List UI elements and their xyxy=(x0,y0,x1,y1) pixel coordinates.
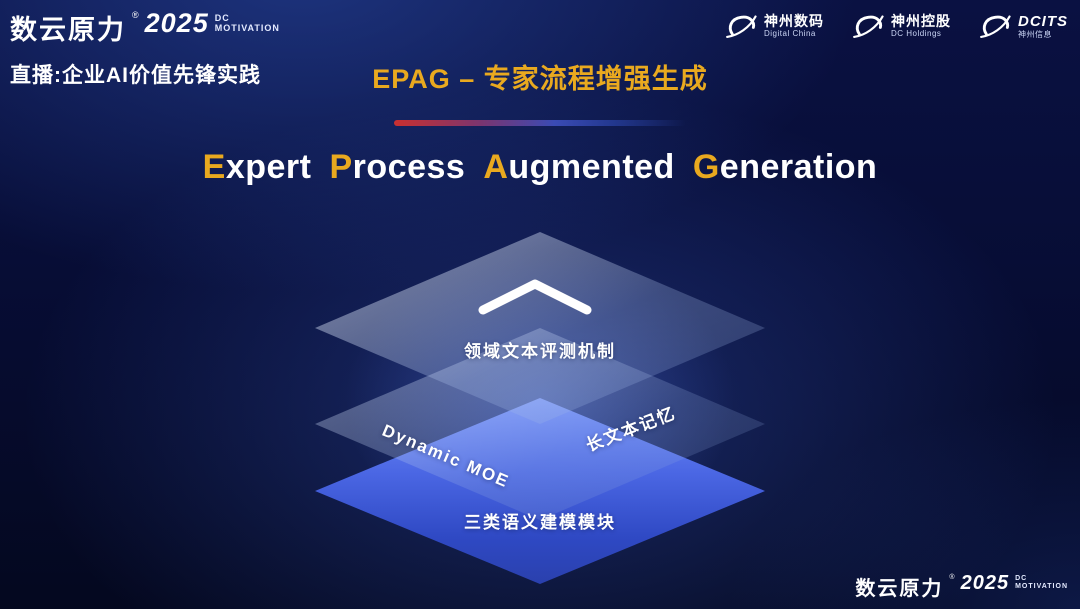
logo-subtitle: 神州信息 xyxy=(1018,30,1052,40)
gradient-divider xyxy=(394,120,686,126)
brand-subtitle: DC MOTIVATION xyxy=(1015,575,1068,591)
dcits-logo-text: DCITS 神州信息 xyxy=(1018,13,1068,39)
brand-subtitle-line1: DC xyxy=(214,13,230,23)
brand-subtitle-line2: MOTIVATION xyxy=(214,23,280,34)
digital-china-logo-text: 神州数码 Digital China xyxy=(764,13,824,38)
dc-holdings-logo: 神州控股 DC Holdings xyxy=(852,12,951,40)
title-word-process: Process xyxy=(329,148,466,186)
logo-name: 神州数码 xyxy=(764,13,824,30)
brand-year: 2025 xyxy=(960,572,1010,594)
dcits-logo-icon xyxy=(980,15,1011,38)
brand-logo-bottom-right: 数云原力 ® 2025 DC MOTIVATION xyxy=(855,572,1068,601)
brand-name: 数云原力 xyxy=(855,578,944,600)
chevron-up-icon xyxy=(478,279,592,315)
registered-mark: ® xyxy=(949,574,955,581)
brand-name: 数云原力 xyxy=(10,15,126,45)
live-stream-label: 直播:企业AI价值先锋实践 xyxy=(10,64,261,87)
logo-subtitle: DC Holdings xyxy=(891,29,942,39)
logo-name: 神州控股 xyxy=(891,13,951,30)
digital-china-logo-icon xyxy=(726,15,757,38)
title-word-expert: Expert xyxy=(202,148,312,186)
slide-title-en: Expert Process Augmented Generation xyxy=(0,148,1080,187)
dc-holdings-logo-icon xyxy=(853,15,884,38)
brand-year: 2025 xyxy=(144,8,209,38)
dcits-logo: DCITS 神州信息 xyxy=(979,12,1068,40)
layer-top-label: 领域文本评测机制 xyxy=(464,342,616,361)
logo-subtitle: Digital China xyxy=(764,29,816,39)
title-word-augmented: Augmented xyxy=(483,148,675,186)
partner-logos: 神州数码 Digital China 神州控股 DC Holdings DCIT… xyxy=(725,12,1068,40)
slide-title-cn: EPAG – 专家流程增强生成 xyxy=(372,64,708,94)
brand-subtitle: DC MOTIVATION xyxy=(215,13,280,34)
dc-holdings-logo-text: 神州控股 DC Holdings xyxy=(891,13,951,38)
brand-subtitle-line1: DC xyxy=(1015,575,1028,582)
brand-subtitle-line2: MOTIVATION xyxy=(1015,583,1068,591)
logo-name: DCITS xyxy=(1018,12,1068,30)
layer-bottom-label: 三类语义建模模块 xyxy=(464,513,616,532)
brand-logo-top-left: 数云原力 ® 2025 DC MOTIVATION xyxy=(10,8,280,47)
digital-china-logo: 神州数码 Digital China xyxy=(725,12,824,40)
registered-mark: ® xyxy=(132,10,139,20)
title-word-generation: Generation xyxy=(692,148,878,186)
